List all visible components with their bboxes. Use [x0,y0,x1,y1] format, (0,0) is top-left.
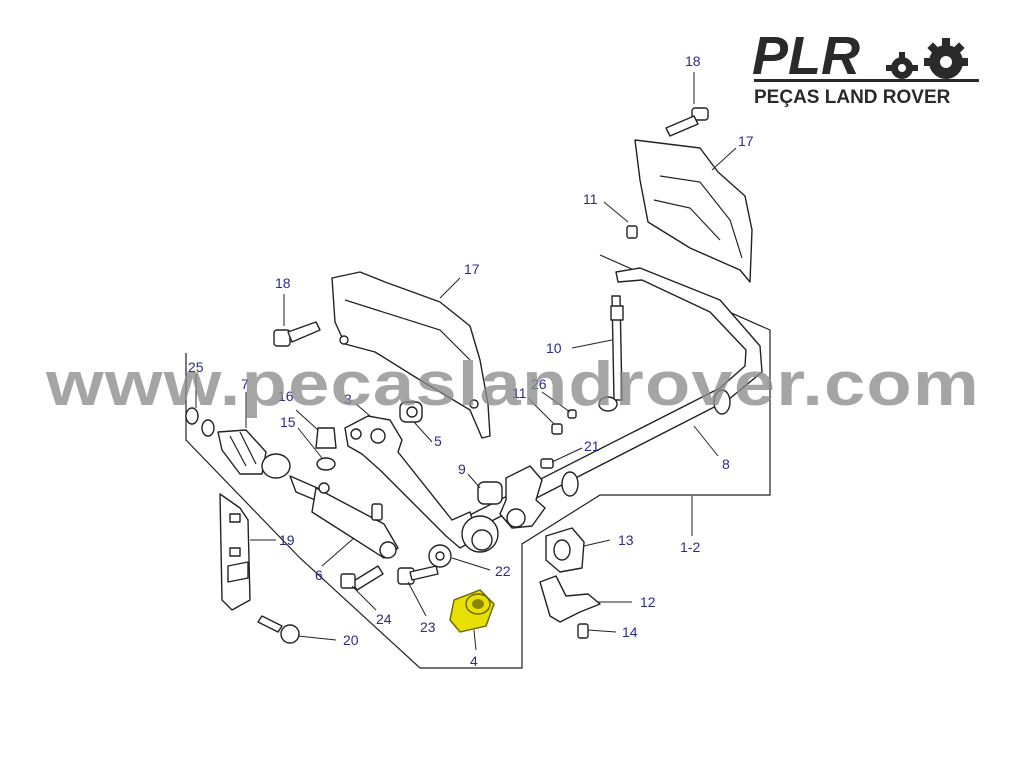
callout-17-lower: 17 [464,261,480,277]
bolt-14 [577,623,589,639]
callout-11-lower: 11 [512,385,527,401]
callout-9: 9 [458,461,466,477]
plr-logo: PLR PEÇAS LAND ROVER [752,26,979,108]
nut-21 [540,458,554,469]
callout-labels: 18 17 11 17 18 10 25 7 16 15 3 5 11 26 2… [188,53,754,669]
logo-brand: PLR [752,26,860,86]
dust-boot [185,407,291,479]
callout-18-lower: 18 [275,275,291,291]
bolt-18-upper [665,107,709,137]
bolt-20 [257,615,300,644]
callout-16: 16 [278,388,294,404]
callout-22: 22 [495,563,511,579]
bush-9 [477,481,503,505]
nut-11-lower [551,423,563,435]
callout-26: 26 [531,376,547,392]
bracket-19 [219,493,251,611]
callout-3: 3 [344,391,352,407]
callout-6: 6 [315,567,323,583]
callout-23: 23 [420,619,436,635]
bush-4-highlighted [449,589,495,633]
nut-16 [315,427,337,449]
shield-plate-lower [331,271,491,439]
callout-11-upper: 11 [583,191,598,207]
callout-1-2: 1-2 [680,539,700,555]
callout-21: 21 [584,438,600,454]
callout-7: 7 [241,376,249,392]
callout-4: 4 [470,653,478,669]
callout-20: 20 [343,632,359,648]
callout-5: 5 [434,433,442,449]
callout-8: 8 [722,456,730,472]
logo-tagline: PEÇAS LAND ROVER [754,87,951,108]
callout-14: 14 [622,624,638,640]
nut-11-upper [626,225,638,239]
axle-mounting-bracket [499,465,546,529]
radius-arm [344,415,499,553]
bolt-18-lower [273,321,321,347]
callout-15: 15 [280,414,296,430]
ball-joint-link [289,475,399,559]
bush-5 [399,401,423,423]
washer-15 [316,457,336,471]
callout-25: 25 [188,359,204,375]
clamp-12 [539,575,601,623]
leader-lines [195,72,737,651]
gear-icon [886,38,968,79]
callout-12: 12 [640,594,656,610]
callout-10: 10 [546,340,562,356]
website-watermark: www.pecaslandrover.com [45,350,980,419]
bush-mount-13 [545,527,585,573]
anti-roll-bar [459,267,763,533]
callout-18-upper: 18 [685,53,701,69]
callout-19: 19 [279,532,295,548]
callout-13: 13 [618,532,634,548]
drop-link [598,295,624,412]
assembly-bracket-frame [185,254,771,669]
logo-rule [754,79,979,82]
bolt-23 [397,565,439,585]
callout-17-upper: 17 [738,133,754,149]
washer-22 [428,544,452,568]
callout-24: 24 [376,611,392,627]
shield-plate-upper [634,139,753,283]
bolt-24 [340,565,384,591]
